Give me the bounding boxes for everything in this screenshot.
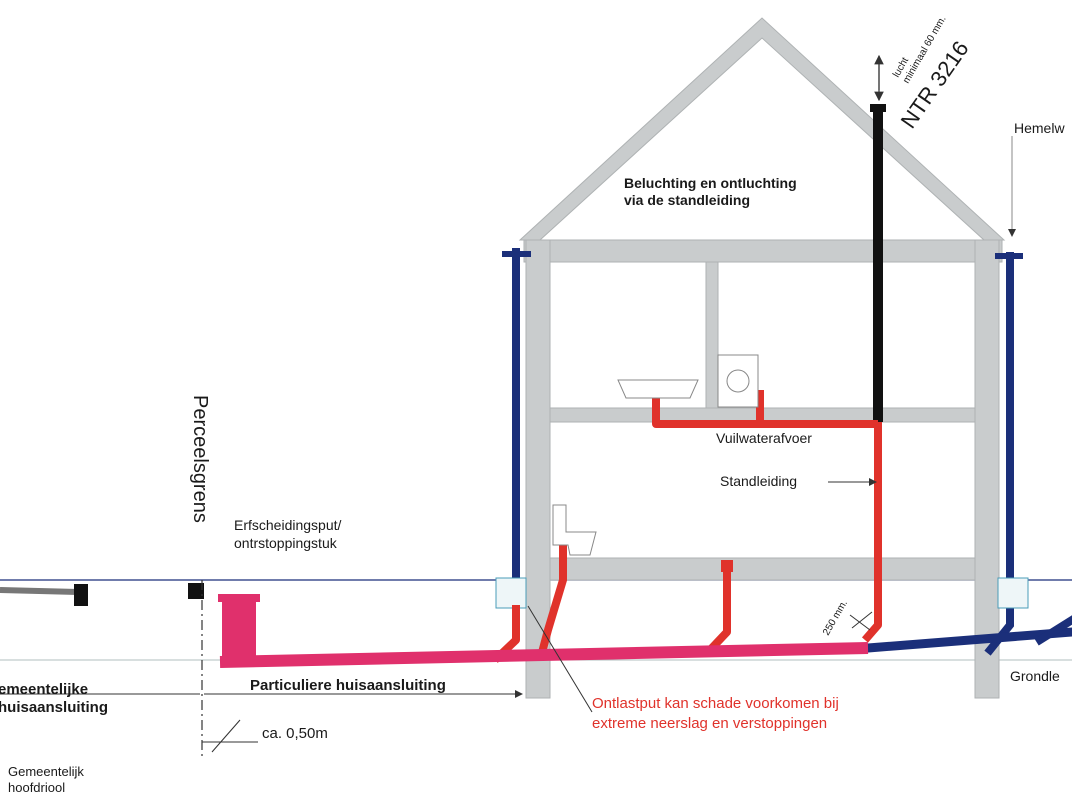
vent-stack xyxy=(873,110,883,422)
ontlastput-label-2: extreme neerslag en verstoppingen xyxy=(592,715,827,732)
hoofdriool-label-1: Gemeentelijk xyxy=(8,764,84,779)
ontlastput-label-1: Ontlastput kan schade voorkomen bij xyxy=(592,695,839,712)
boundary-pit xyxy=(222,597,256,665)
private-main-pipe xyxy=(219,642,869,668)
sewage-pipes xyxy=(492,390,882,663)
standleiding-label: Standleiding xyxy=(720,473,797,489)
particuliere-label: Particuliere huisaansluiting xyxy=(250,677,446,694)
inner-wall xyxy=(705,261,719,409)
right-inspection-pit xyxy=(997,577,1029,609)
floor-drain-icon xyxy=(721,560,733,572)
dimension-250 xyxy=(849,611,873,631)
house-structure xyxy=(523,239,1003,699)
public-pipe-cap xyxy=(74,584,88,606)
hoofdriool-label-2: hoofdriool xyxy=(8,780,65,795)
rain-main-pipe xyxy=(863,627,1072,653)
left-inspection-pit xyxy=(495,577,527,609)
sink-icon xyxy=(617,379,699,399)
erfscheiding-label-2: ontrstoppingstuk xyxy=(234,535,338,551)
perceelsgrens-label: Perceelsgrens xyxy=(189,395,211,523)
ca-label: ca. 0,50m xyxy=(262,725,328,742)
toilet-icon xyxy=(552,504,597,556)
vuilwater-label: Vuilwaterafvoer xyxy=(716,430,812,446)
beluchting-label-1: Beluchting en ontluchting xyxy=(624,175,797,191)
ground-floor xyxy=(549,557,976,581)
hemelwater-label: Hemelw xyxy=(1014,120,1065,136)
public-pipe xyxy=(0,587,79,595)
gemeentelijke-label-2: huisaansluiting xyxy=(0,699,108,716)
maat-250-label: 250 mm. xyxy=(821,598,850,637)
roof xyxy=(518,17,1006,241)
beluchting-label-2: via de standleiding xyxy=(624,192,750,208)
gemeentelijke-label-1: emeentelijke xyxy=(0,681,88,698)
right-wall xyxy=(974,239,1000,699)
attic-beam xyxy=(523,239,1003,263)
boundary-cap xyxy=(188,583,204,599)
washing-machine-icon xyxy=(717,354,759,408)
ontlastput-leader xyxy=(527,605,593,713)
offset-tick xyxy=(211,719,241,753)
erfscheiding-label-1: Erfscheidingsput/ xyxy=(234,517,342,533)
vent-cap xyxy=(870,104,886,112)
grondleiding-label: Grondle xyxy=(1010,668,1060,684)
